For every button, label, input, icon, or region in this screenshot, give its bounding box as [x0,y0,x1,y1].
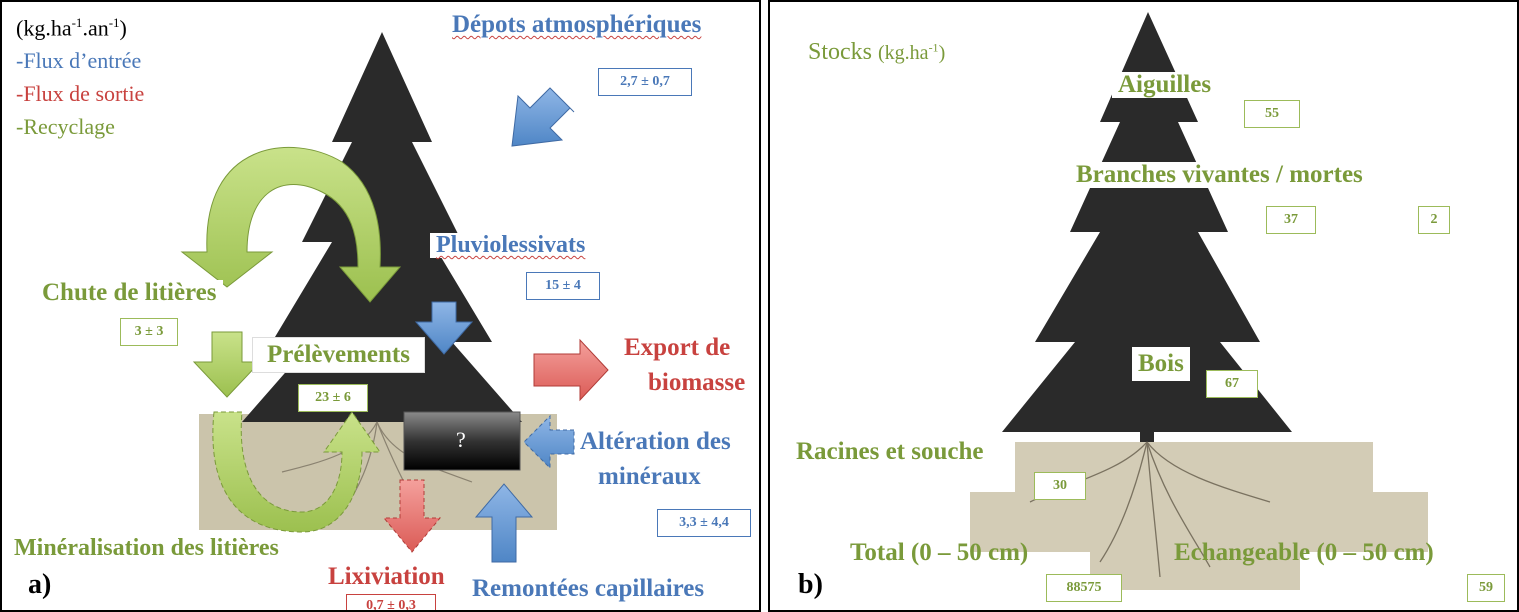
weathering-label-line1: Altération des [580,428,731,455]
mineralisation-label: Minéralisation des litières [14,535,279,561]
atmospheric-value: 2,7 ± 0,7 [598,68,692,96]
exchangeable-value: 59 [1467,574,1505,602]
wood-label: Bois [1132,347,1190,382]
branches-dead-value: 2 [1418,206,1450,234]
tree-b [1002,12,1292,442]
stocks-unit-suffix: ) [938,42,946,64]
unit-prefix: (kg.ha [16,15,72,41]
throughfall-arrow [414,301,474,355]
panel-b-label: b) [798,569,823,600]
panel-a-label: a) [28,569,52,600]
legend-output: -Flux de sortie [16,81,145,106]
branches-live-value: 37 [1266,206,1316,234]
unit-sup2: -1 [108,15,120,30]
roots-b [1029,441,1271,578]
weathering-value: 3,3 ± 4,4 [657,509,751,537]
stocks-title: Stocks (kg.ha-1) [808,39,946,65]
throughfall-label-text: Pluviolessivats [436,232,586,258]
litterfall-arrow [192,331,262,398]
capillary-arrow [474,483,534,563]
export-arrow [533,338,609,402]
stocks-unit-sup: -1 [928,40,939,55]
stocks-unit-prefix: (kg.ha [878,42,929,64]
wood-value: 67 [1206,370,1258,398]
mineralisation-arrow [212,411,381,533]
litterfall-value: 3 ± 3 [120,318,178,346]
unknown-box [403,411,521,471]
unknown-box-label: ? [456,427,466,452]
atmospheric-label: Dépots atmosphériques [446,11,708,39]
stocks-title-text: Stocks [808,39,873,65]
leaching-label: Lixiviation [328,563,445,590]
unit-suffix: ) [119,15,127,41]
uptake-label: Prélèvements [252,337,425,374]
unit-mid: .an [82,15,109,41]
atmospheric-label-text: Dépots atmosphériques [452,11,702,38]
roots-value: 30 [1034,472,1086,500]
roots-label: Racines et souche [790,438,990,466]
exchangeable-label: Echangeable (0 – 50 cm) [1174,539,1434,566]
weathering-arrow [523,414,575,470]
leaching-arrow [382,479,442,553]
total-label: Total (0 – 50 cm) [850,539,1029,566]
throughfall-label: Pluviolessivats [430,232,592,259]
legend-recycling: -Recyclage [16,114,115,139]
panel-b-graphics [1002,12,1292,578]
needles-value: 55 [1244,100,1300,128]
legend-input: -Flux d’entrée [16,48,142,73]
throughfall-value: 15 ± 4 [526,272,600,300]
soil-lower-b [970,492,1428,552]
unit-sup1: -1 [71,15,83,30]
weathering-label-line2: minéraux [598,463,701,490]
unit-label: (kg.ha-1.an-1) [16,15,127,41]
leaching-value: 0,7 ± 0,3 [346,594,436,610]
needles-label: Aiguilles [1112,71,1218,99]
panel-b: Stocks (kg.ha-1) Aiguilles 55 Branches v… [768,0,1519,612]
total-value: 88575 [1046,574,1122,602]
panel-a: (kg.ha-1.an-1) -Flux d’entrée -Flux de s… [0,0,761,612]
uptake-value: 23 ± 6 [298,384,368,412]
recycling-arch [180,146,402,303]
export-label-line2: biomasse [648,369,746,396]
soil-bottom-b [1090,552,1300,590]
litterfall-label: Chute de litières [36,279,223,307]
capillary-label: Remontées capillaires [472,575,705,602]
atmospheric-arrow [511,87,575,147]
panel-a-graphics [180,32,609,563]
export-label-line1: Export de [624,334,731,361]
branches-label: Branches vivantes / mortes [1070,161,1369,189]
